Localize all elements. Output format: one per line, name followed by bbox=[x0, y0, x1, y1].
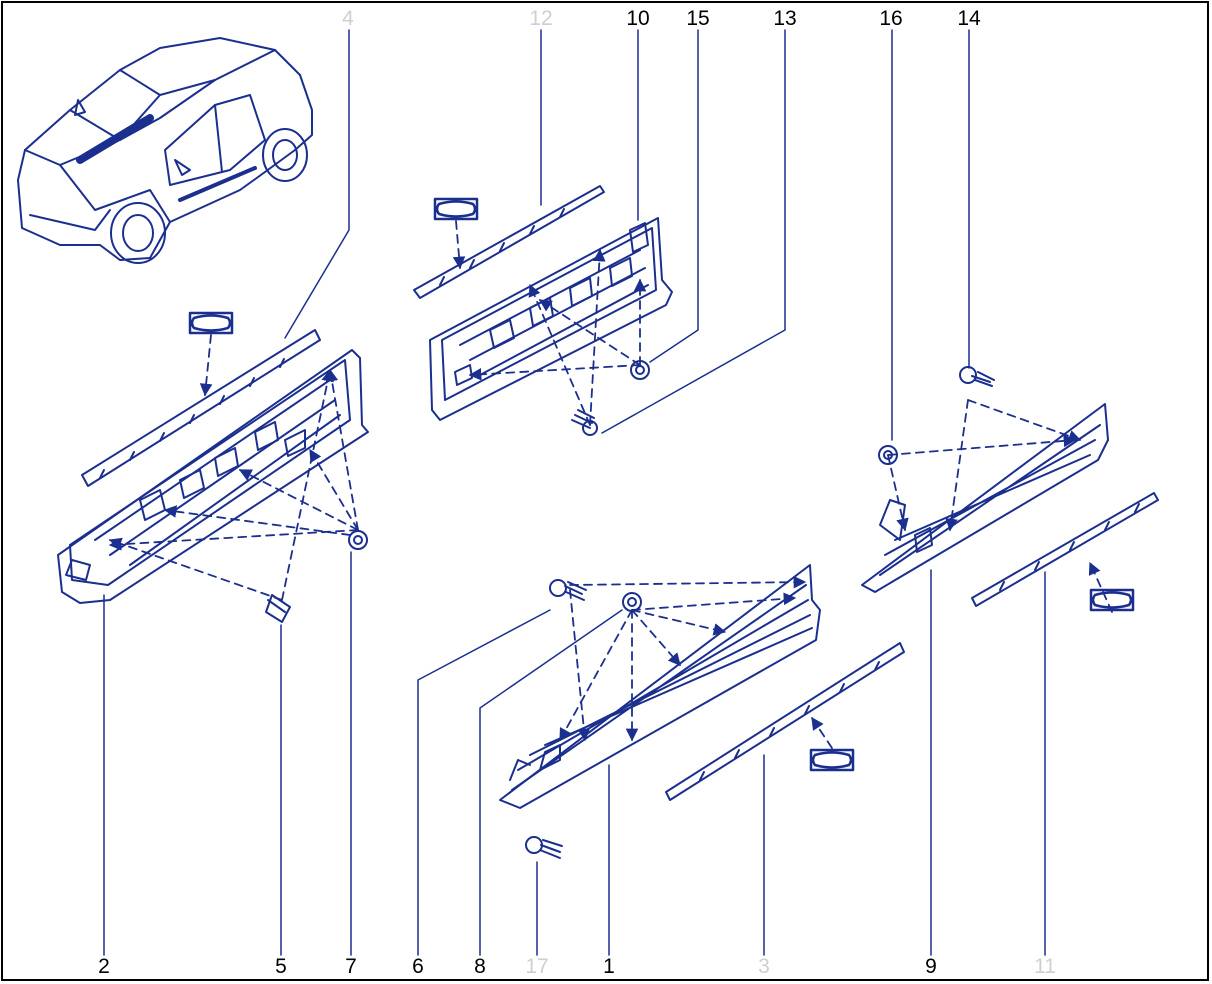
callout-14: 14 bbox=[957, 7, 981, 30]
callout-17: 17 bbox=[525, 955, 549, 978]
fasteners bbox=[265, 360, 995, 859]
callout-12: 12 bbox=[529, 7, 553, 30]
vehicle-illustration bbox=[17, 37, 313, 264]
callout-2: 2 bbox=[98, 955, 110, 978]
callout-9: 9 bbox=[925, 955, 937, 978]
callout-8: 8 bbox=[474, 955, 486, 978]
callout-10: 10 bbox=[626, 7, 650, 30]
callout-13: 13 bbox=[773, 7, 797, 30]
part-2-door-trim bbox=[57, 349, 369, 604]
callout-1: 1 bbox=[603, 955, 615, 978]
callout-3: 3 bbox=[758, 955, 770, 978]
part-11-strip bbox=[971, 492, 1159, 607]
assembly-arrows bbox=[108, 220, 1113, 749]
part-10-door-trim bbox=[429, 217, 673, 421]
callout-16: 16 bbox=[879, 7, 903, 30]
callout-11: 11 bbox=[1034, 955, 1056, 978]
callout-15: 15 bbox=[686, 7, 710, 30]
part-4-strip bbox=[81, 329, 321, 487]
callout-6: 6 bbox=[412, 955, 424, 978]
part-12-strip bbox=[413, 185, 605, 299]
callout-7: 7 bbox=[345, 955, 357, 978]
part-3-strip bbox=[665, 642, 905, 801]
tape-symbols bbox=[188, 197, 1135, 772]
part-1-sill-trim bbox=[499, 564, 821, 809]
part-9-sill-trim bbox=[861, 403, 1109, 593]
callout-5: 5 bbox=[275, 955, 287, 978]
leader-lines bbox=[103, 29, 1046, 956]
callout-4: 4 bbox=[342, 7, 354, 30]
